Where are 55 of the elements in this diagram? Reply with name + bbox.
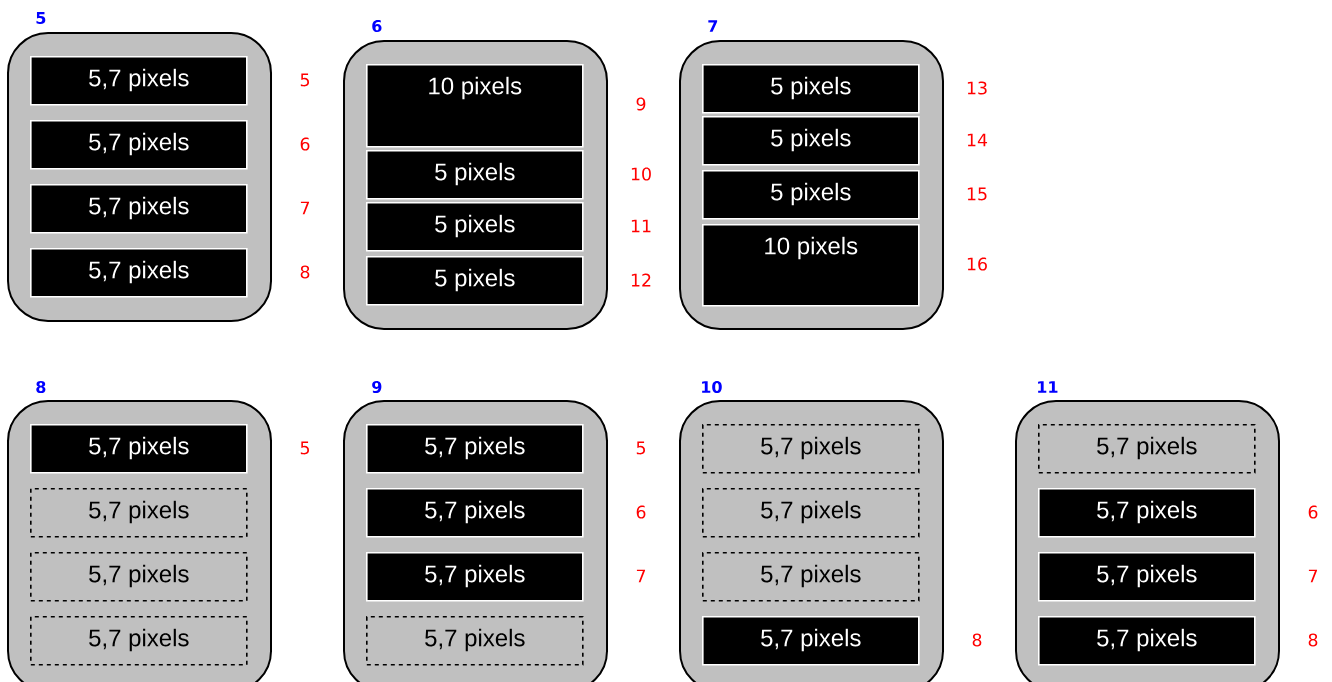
pixel-box: 5 pixels bbox=[366, 150, 584, 200]
row-number: 6 bbox=[300, 137, 310, 151]
row-number: 14 bbox=[967, 133, 988, 147]
panel-number: 5 bbox=[36, 12, 46, 24]
panel-number: 9 bbox=[372, 380, 382, 394]
row-number: 6 bbox=[636, 505, 646, 519]
row-number: 15 bbox=[967, 187, 987, 201]
pixel-box: 5 pixels bbox=[702, 116, 920, 166]
panel-number: 10 bbox=[702, 380, 722, 394]
pixel-box: 10 pixels bbox=[366, 64, 584, 148]
pixel-box: 5,7 pixels bbox=[1038, 488, 1256, 538]
pixel-box: 5,7 pixels bbox=[30, 120, 248, 170]
row-number: 13 bbox=[967, 81, 987, 95]
pixel-box: 5 pixels bbox=[702, 170, 920, 220]
pixel-box: 5,7 pixels bbox=[366, 616, 584, 666]
pixel-box: 5,7 pixels bbox=[30, 248, 248, 298]
row-number: 7 bbox=[300, 201, 310, 215]
pixel-box: 10 pixels bbox=[702, 224, 920, 307]
row-number: 5 bbox=[636, 441, 645, 455]
row-number: 16 bbox=[967, 257, 987, 271]
row-number: 7 bbox=[1308, 569, 1318, 583]
pixel-box: 5,7 pixels bbox=[30, 184, 248, 234]
pixel-box: 5 pixels bbox=[702, 64, 920, 114]
row-number: 10 bbox=[631, 167, 651, 181]
row-number: 6 bbox=[1308, 505, 1318, 519]
pixel-box: 5,7 pixels bbox=[366, 488, 584, 538]
pixel-box: 5,7 pixels bbox=[30, 616, 248, 666]
pixel-box: 5,7 pixels bbox=[702, 552, 920, 602]
pixel-box: 5,7 pixels bbox=[366, 424, 584, 474]
panel-number: 7 bbox=[708, 20, 718, 32]
pixel-box: 5,7 pixels bbox=[1038, 552, 1256, 602]
pixel-box: 5,7 pixels bbox=[702, 424, 920, 474]
pixel-box: 5 pixels bbox=[366, 256, 584, 306]
pixel-box: 5 pixels bbox=[366, 202, 584, 252]
pixel-box: 5,7 pixels bbox=[366, 552, 584, 602]
row-number: 8 bbox=[972, 633, 982, 647]
panel-number: 6 bbox=[372, 19, 382, 33]
pixel-box: 5,7 pixels bbox=[30, 56, 248, 106]
row-number: 7 bbox=[636, 569, 646, 583]
row-number: 12 bbox=[631, 273, 651, 287]
row-number: 8 bbox=[1308, 633, 1318, 647]
row-number: 11 bbox=[631, 219, 651, 233]
pixel-box: 5,7 pixels bbox=[30, 424, 248, 474]
row-number: 5 bbox=[300, 441, 309, 455]
panel-number: 11 bbox=[1038, 381, 1058, 393]
pixel-box: 5,7 pixels bbox=[702, 616, 920, 666]
pixel-box: 5,7 pixels bbox=[1038, 616, 1256, 666]
row-number: 9 bbox=[636, 97, 646, 111]
row-number: 5 bbox=[300, 73, 309, 87]
row-number: 8 bbox=[300, 265, 310, 279]
pixel-box: 5,7 pixels bbox=[30, 488, 248, 538]
pixel-box: 5,7 pixels bbox=[1038, 424, 1256, 474]
panel-number: 8 bbox=[36, 380, 46, 394]
pixel-box: 5,7 pixels bbox=[30, 552, 248, 602]
pixel-box: 5,7 pixels bbox=[702, 488, 920, 538]
